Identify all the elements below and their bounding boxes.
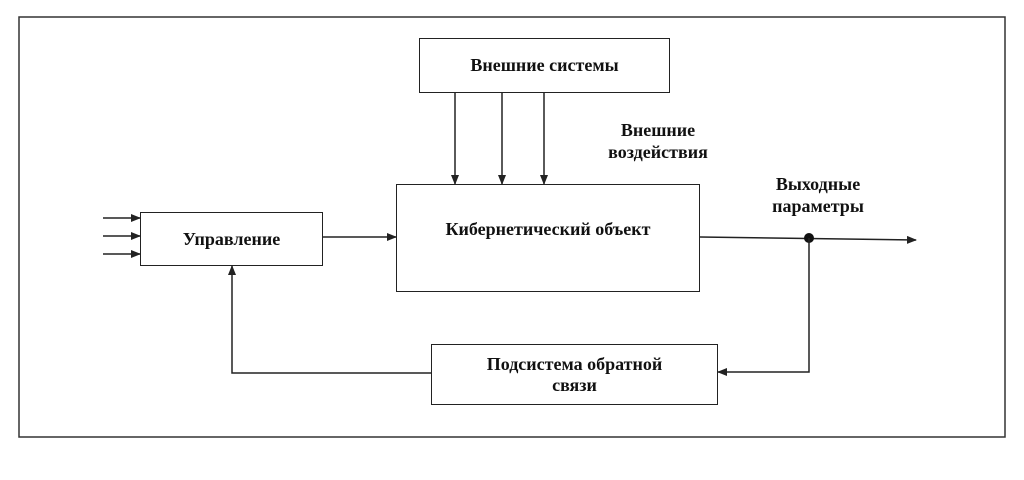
external-influences-line1: Внешние — [620, 120, 696, 140]
control-box: Управление — [140, 212, 323, 266]
output-params-label: Выходные параметры — [744, 174, 892, 217]
cyber-object-box: Кибернетический объект — [396, 184, 700, 292]
cyber-object-label: Кибернетический объект — [445, 219, 651, 239]
feedback-to-control-arrow — [228, 265, 431, 374]
outer-frame — [18, 16, 1006, 438]
output-params-line1: Выходные — [775, 174, 861, 194]
junction-to-feedback-arrow — [717, 238, 810, 376]
external-systems-label: Внешние системы — [470, 55, 619, 76]
external-systems-box: Внешние системы — [419, 38, 670, 93]
feedback-subsystem-box: Подсистема обратной связи — [431, 344, 718, 405]
external-influences-label: Внешние воздействия — [586, 120, 730, 163]
feedback-line2: связи — [552, 374, 597, 395]
control-label: Управление — [182, 228, 281, 249]
feedback-line1: Подсистема обратной — [486, 353, 663, 374]
output-params-line2: параметры — [772, 195, 864, 216]
external-influences-line2: воздействия — [608, 141, 708, 162]
